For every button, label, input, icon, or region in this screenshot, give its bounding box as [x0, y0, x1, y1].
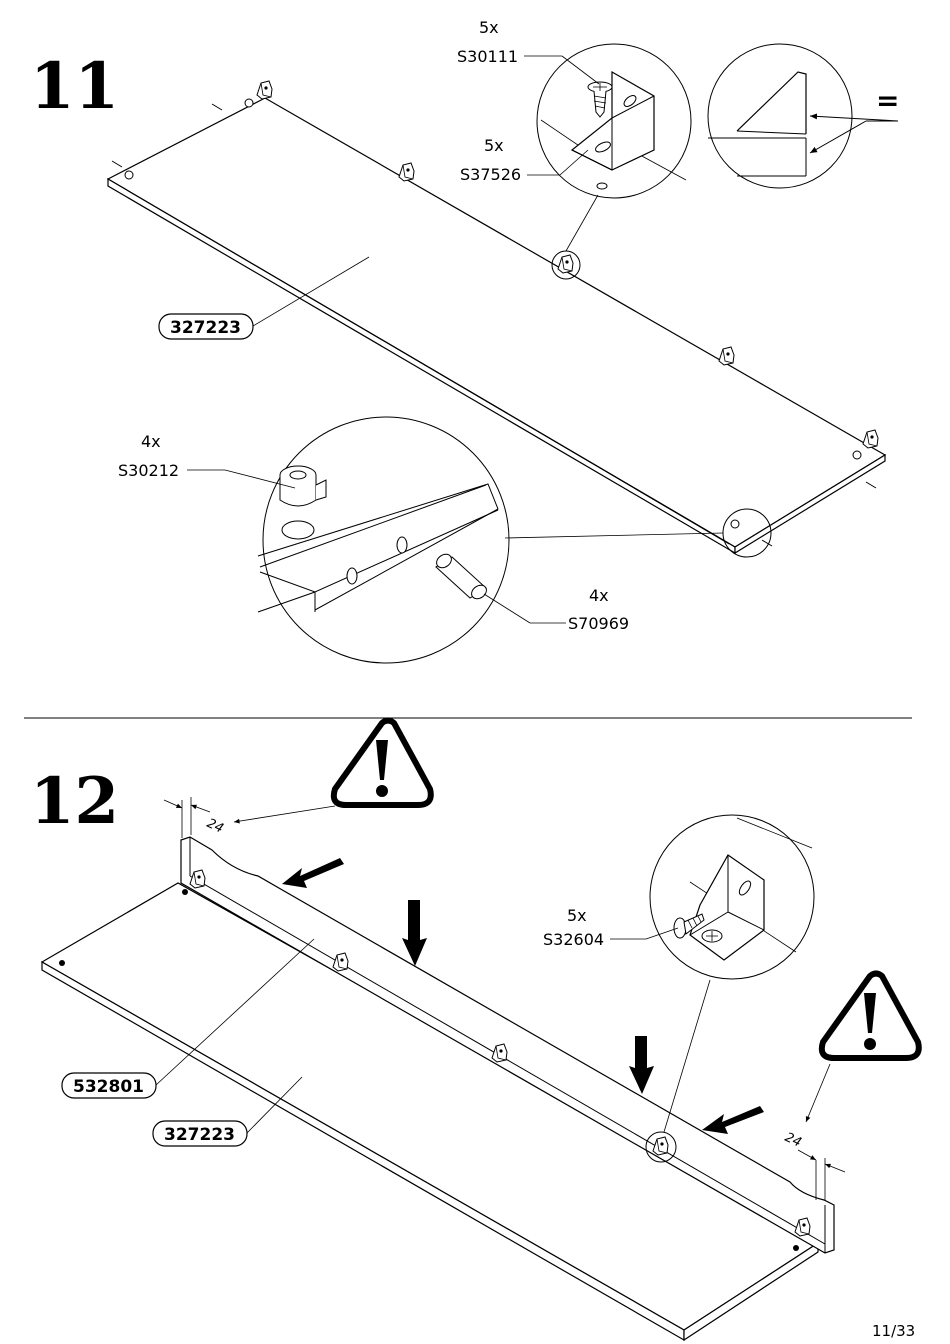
dimension-right — [797, 1063, 846, 1200]
part-pill-327223-step12 — [152, 1120, 248, 1147]
panel-327223-step12 — [40, 882, 820, 1342]
detail-marker-bracket-step12 — [645, 1131, 677, 1163]
dimension-left — [163, 797, 336, 838]
screw-qty-step11: 5x — [479, 18, 499, 37]
bracket-code-s37526: S37526 — [460, 165, 521, 184]
warning-icon — [330, 717, 434, 808]
panel-327223-step11 — [106, 97, 887, 555]
part-code-327223-step11: 327223 — [170, 318, 241, 338]
dimension-right-value: 24 — [782, 1130, 803, 1151]
cam-code-s30212: S30212 — [118, 461, 179, 480]
part-code-327223-step12: 327223 — [164, 1125, 235, 1145]
detail-bracket-screw — [536, 43, 692, 199]
dowel-qty-step11: 4x — [589, 586, 609, 605]
warning-icon — [818, 970, 922, 1061]
part-pill-327223-step11 — [158, 313, 254, 340]
part-code-532801: 532801 — [73, 1077, 144, 1097]
screw-code-s32604: S32604 — [543, 930, 604, 949]
dowel-code-s70969: S70969 — [568, 614, 629, 633]
equals-symbol: = — [876, 84, 899, 117]
detail-bracket-screw-step12 — [649, 814, 815, 980]
screw-code-s30111: S30111 — [457, 47, 518, 66]
dowels-step11 — [111, 103, 877, 547]
cam-qty-step11: 4x — [141, 432, 161, 451]
cams-step11 — [124, 98, 862, 529]
panel-532801-step12 — [180, 836, 835, 1254]
step-11-number: 11 — [30, 49, 119, 124]
part-pill-532801 — [61, 1072, 157, 1099]
push-arrows — [282, 858, 764, 1134]
bracket-qty-step11: 5x — [484, 136, 504, 155]
screw-qty-step12: 5x — [567, 906, 587, 925]
dimension-left-value: 24 — [204, 816, 225, 837]
step-12-number: 12 — [30, 764, 119, 839]
detail-flush-alignment — [707, 43, 899, 189]
detail-cam-dowel — [257, 416, 510, 664]
page-number: 11/33 — [872, 1322, 915, 1340]
